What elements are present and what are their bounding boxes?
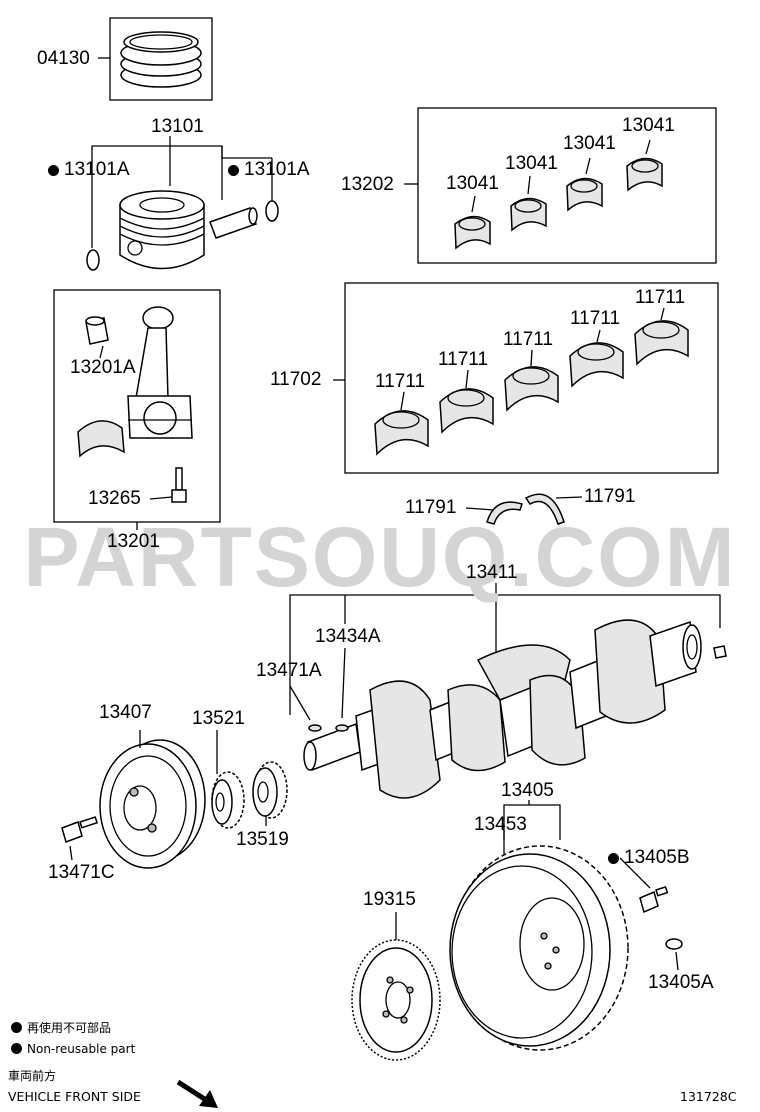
label-11791-left[interactable]: 11791: [405, 497, 457, 518]
legend-en: Non-reusable part: [11, 1042, 135, 1057]
crankshaft-drawing: [303, 619, 702, 799]
label-13405[interactable]: 13405: [501, 780, 554, 801]
label-13101a-right[interactable]: 13101A: [228, 160, 310, 180]
connecting-rod-drawing: [127, 306, 193, 439]
label-13405a[interactable]: 13405A: [648, 972, 714, 993]
label-13521[interactable]: 13521: [192, 708, 245, 729]
box-rod-bearing-set: [417, 107, 717, 264]
label-13041-a[interactable]: 13041: [446, 173, 499, 194]
legend-jp: 再使用不可部品: [11, 1021, 111, 1036]
front-side-jp: 車両前方: [8, 1069, 57, 1083]
flywheel-bolt-drawing: [639, 885, 669, 914]
label-13041-d[interactable]: 13041: [622, 115, 675, 136]
snap-ring-right-drawing: [265, 200, 279, 222]
signal-plate-drawing: [351, 939, 441, 1061]
watermark: PARTSOUQ.COM: [23, 510, 737, 604]
label-13101[interactable]: 13101: [151, 116, 204, 137]
rod-bearing-drawing: [77, 420, 125, 458]
label-13434a[interactable]: 13434A: [315, 626, 381, 647]
label-13201a[interactable]: 13201A: [70, 357, 136, 378]
label-13471c[interactable]: 13471C: [48, 862, 115, 883]
non-reusable-dot-icon: [11, 1022, 22, 1033]
label-11711-c[interactable]: 11711: [503, 329, 554, 350]
label-11791-right[interactable]: 11791: [584, 486, 636, 507]
thrust-washer-right-drawing: [524, 493, 565, 525]
label-13265[interactable]: 13265: [88, 488, 141, 509]
rod-bearing-shells-drawing: [454, 157, 663, 250]
flywheel-pin-drawing: [665, 938, 683, 950]
crank-angle-sensor-plate-drawing: [211, 771, 245, 829]
label-11702[interactable]: 11702: [270, 369, 322, 390]
label-13101a-left[interactable]: 13101A: [48, 160, 130, 180]
front-direction-arrow-icon: [176, 1079, 218, 1108]
label-13453[interactable]: 13453: [474, 814, 527, 835]
rod-bushing-drawing: [85, 316, 109, 345]
piston-ring-set-drawing: [120, 31, 202, 88]
label-11711-a[interactable]: 11711: [375, 371, 426, 392]
crank-pulley-drawing: [99, 739, 206, 869]
label-13519[interactable]: 13519: [236, 829, 289, 850]
piston-pin-drawing: [209, 207, 258, 239]
non-reusable-dot-icon: [11, 1043, 22, 1054]
box-main-bearing-set: [344, 282, 719, 474]
rod-bolt-drawing: [171, 467, 187, 503]
label-11711-e[interactable]: 11711: [635, 287, 686, 308]
snap-ring-left-drawing: [86, 249, 100, 271]
label-13405b[interactable]: 13405B: [608, 848, 690, 868]
label-11711-d[interactable]: 11711: [570, 308, 621, 329]
label-13471a[interactable]: 13471A: [256, 660, 322, 681]
front-side-en: VEHICLE FRONT SIDE: [8, 1089, 141, 1104]
flywheel-drawing: [449, 845, 629, 1051]
label-19315[interactable]: 19315: [363, 889, 416, 910]
label-04130[interactable]: 04130: [37, 48, 90, 69]
pulley-bolt-drawing: [61, 816, 99, 843]
label-13041-b[interactable]: 13041: [505, 153, 558, 174]
label-13202[interactable]: 13202: [341, 174, 394, 195]
piston-drawing: [119, 190, 205, 270]
non-reusable-dot-icon: [228, 165, 239, 176]
label-13411[interactable]: 13411: [466, 562, 518, 583]
main-bearing-shells-drawing: [374, 320, 689, 456]
label-13407[interactable]: 13407: [99, 702, 152, 723]
non-reusable-dot-icon: [608, 853, 619, 864]
label-11711-b[interactable]: 11711: [438, 349, 489, 370]
figure-code: 131728C: [680, 1089, 737, 1104]
non-reusable-dot-icon: [48, 165, 59, 176]
label-13201[interactable]: 13201: [107, 531, 160, 552]
label-13041-c[interactable]: 13041: [563, 133, 616, 154]
timing-sprocket-drawing: [252, 761, 288, 819]
box-piston-ring-set: [109, 17, 213, 101]
woodruff-keys-drawing: [308, 645, 727, 732]
thrust-washer-left-drawing: [486, 501, 523, 525]
